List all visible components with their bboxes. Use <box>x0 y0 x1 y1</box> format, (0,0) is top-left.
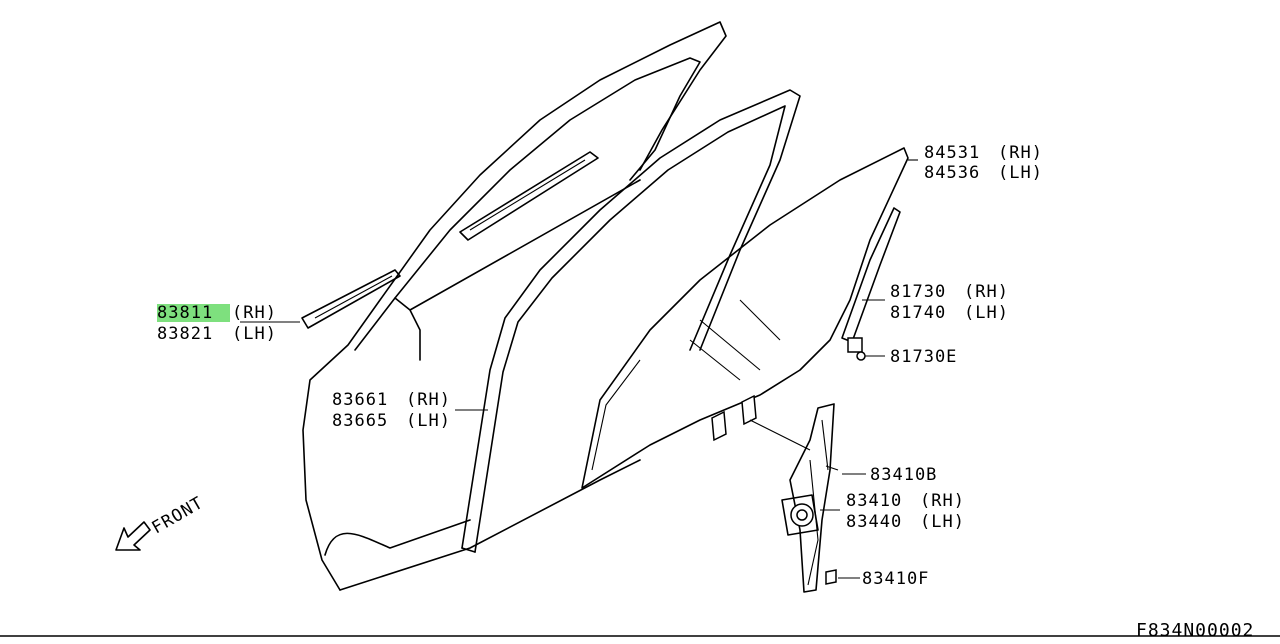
front-direction-indicator: FRONT <box>115 493 208 551</box>
label-weatherstrip-side1: (RH) <box>232 303 277 323</box>
belt-weatherstrip-part <box>301 269 401 329</box>
upper-moulding-strip <box>459 151 599 241</box>
label-rear-glass-side1: (RH) <box>998 143 1043 163</box>
label-sash-seal-num1: 83661 <box>332 390 388 410</box>
label-rear-glass-side2: (LH) <box>998 163 1043 183</box>
glass-brackets <box>711 394 757 442</box>
clip-part <box>856 351 866 361</box>
label-weatherstrip-side2: (LH) <box>232 324 277 344</box>
label-regulator-num1: 83410 <box>846 491 902 511</box>
label-regulator-side1: (RH) <box>920 491 965 511</box>
glass-run-channel-part <box>841 207 901 353</box>
label-glass-run-num2: 81740 <box>890 303 946 323</box>
label-clip-num: 81730E <box>890 347 957 367</box>
door-outer-panel <box>302 21 727 591</box>
label-glass-run-side2: (LH) <box>964 303 1009 323</box>
front-label: FRONT <box>149 493 208 538</box>
label-sash-seal-side2: (LH) <box>406 411 451 431</box>
leader-lines <box>240 159 918 579</box>
window-regulator-part <box>781 403 839 593</box>
sash-seal-part <box>461 89 801 553</box>
label-rear-glass-num1: 84531 <box>924 143 980 163</box>
label-weatherstrip-num2: 83821 <box>157 324 213 344</box>
front-arrow-icon <box>115 521 151 551</box>
label-regulator-num2: 83440 <box>846 512 902 532</box>
highlight-marker <box>157 304 230 322</box>
label-sash-seal-side1: (RH) <box>406 390 451 410</box>
label-regulator-side2: (LH) <box>920 512 965 532</box>
label-glass-run-num1: 81730 <box>890 282 946 302</box>
label-weatherstrip-num1: 83811 <box>157 303 213 323</box>
label-regulator-bolt-num: 83410B <box>870 465 937 485</box>
label-glass-run-side1: (RH) <box>964 282 1009 302</box>
door-glass-part <box>581 147 909 489</box>
label-rear-glass-num2: 84536 <box>924 163 980 183</box>
diagram-id: F834N00002 <box>1136 620 1254 640</box>
label-regulator-nut-num: 83410F <box>862 569 929 589</box>
label-sash-seal-num2: 83665 <box>332 411 388 431</box>
